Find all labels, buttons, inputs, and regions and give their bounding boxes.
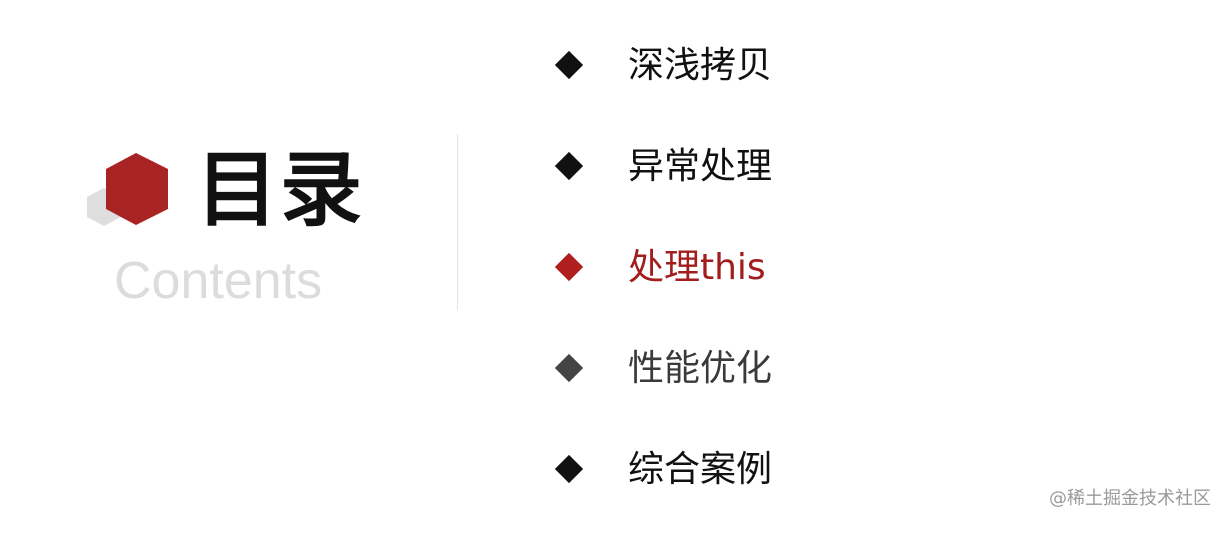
menu-item-comprehensive-case[interactable]: 综合案例 [554, 442, 772, 543]
vertical-divider [457, 134, 458, 310]
menu-item-handling-this[interactable]: 处理this [554, 240, 772, 341]
page-subtitle: Contents [114, 252, 323, 310]
menu-item-label: 综合案例 [628, 449, 773, 490]
diamond-icon [554, 353, 584, 383]
page-title: 目录 [196, 143, 365, 238]
menu-item-label: 性能优化 [628, 348, 773, 389]
menu-item-performance-optimization[interactable]: 性能优化 [554, 341, 772, 442]
contents-header: 目录 Contents [84, 143, 384, 320]
menu-item-exception-handling[interactable]: 异常处理 [554, 139, 772, 240]
red-hexagon-icon [106, 153, 168, 225]
menu-item-label: 异常处理 [628, 146, 773, 187]
contents-menu: 深浅拷贝 异常处理 处理this 性能优化 综合案例 [554, 38, 772, 543]
menu-item-label: 处理this [628, 247, 766, 288]
menu-item-deep-shallow-copy[interactable]: 深浅拷贝 [554, 38, 772, 139]
diamond-icon [554, 252, 584, 282]
diamond-icon [554, 50, 584, 80]
watermark: @稀土掘金技术社区 [1049, 488, 1211, 509]
diamond-icon [554, 151, 584, 181]
diamond-icon [554, 454, 584, 484]
hexagon-cluster-icon [87, 153, 168, 226]
menu-item-label: 深浅拷贝 [628, 45, 773, 86]
